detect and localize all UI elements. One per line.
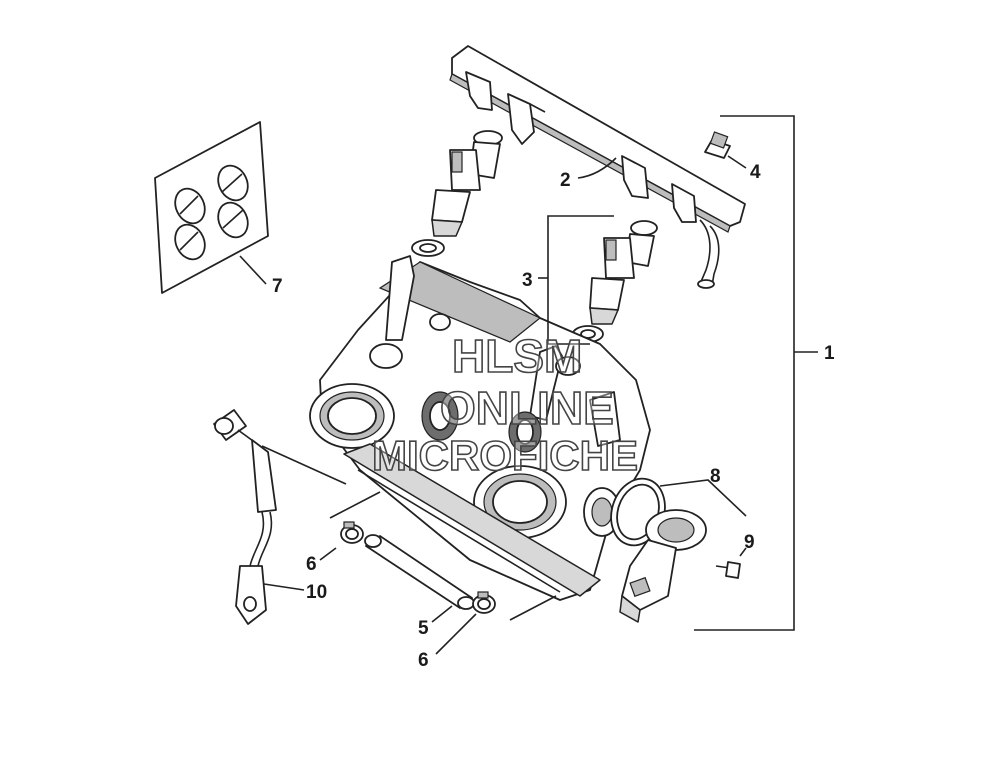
leader-lines (239, 115, 818, 655)
watermark-line-2: ONLINE (440, 382, 614, 434)
callouts: 1 2 3 4 5 6 6 7 8 9 10 (272, 162, 835, 671)
callout-6-upper: 6 (306, 554, 317, 575)
gasket-sheet (154, 121, 269, 294)
fuel-injector-left (411, 130, 503, 257)
hose-clamp-lower (472, 591, 496, 614)
hose-clamp-upper (340, 521, 364, 544)
screw-sensor (715, 561, 741, 579)
throttle-body-assembly (309, 255, 651, 601)
callout-4: 4 (750, 162, 761, 183)
callout-7: 7 (272, 276, 283, 297)
fuel-injector-right (572, 220, 658, 343)
watermark: HLSM ONLINE MICROFICHE (371, 329, 639, 480)
callout-1: 1 (824, 343, 835, 364)
callout-2: 2 (560, 170, 571, 191)
sensor-harness (213, 409, 277, 625)
callout-8: 8 (710, 466, 721, 487)
callout-5: 5 (418, 618, 429, 639)
watermark-line-3: MICROFICHE (372, 432, 638, 479)
watermark-line-1: HLSM (452, 330, 582, 382)
callout-10: 10 (306, 582, 327, 603)
callout-3: 3 (522, 270, 533, 291)
throttle-position-sensor (619, 509, 707, 623)
callout-6-lower: 6 (418, 650, 429, 671)
hose (364, 534, 475, 610)
callout-9: 9 (744, 532, 755, 553)
screw-top (704, 131, 731, 159)
fuel-rail (449, 45, 746, 289)
